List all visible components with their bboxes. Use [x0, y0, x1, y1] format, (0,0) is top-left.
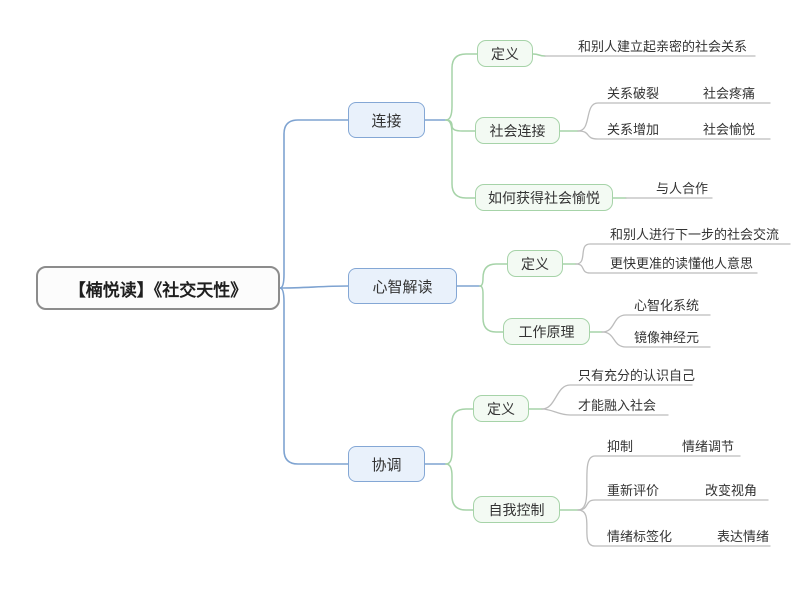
edge — [445, 119, 476, 199]
leaf-node[interactable]: 重新评价 — [607, 483, 660, 498]
edge — [532, 53, 546, 57]
leaf-node[interactable]: 表达情绪 — [717, 529, 770, 544]
edge — [541, 384, 693, 410]
edge — [577, 509, 771, 547]
leaf-node[interactable]: 抑制 — [607, 439, 634, 454]
edge — [541, 408, 669, 416]
branch-mindreading-node[interactable]: 心智解读 — [348, 268, 457, 304]
edge — [445, 119, 476, 132]
edge — [601, 331, 711, 348]
leaf-node[interactable]: 社会疼痛 — [703, 86, 756, 101]
leaf-node[interactable]: 关系破裂 — [607, 86, 660, 101]
gray-edges — [541, 55, 791, 547]
edge — [577, 455, 741, 511]
leaf-node[interactable]: 社会愉悦 — [703, 122, 756, 137]
social-connection-node[interactable]: 社会连接 — [475, 117, 560, 144]
leaf-node[interactable]: 情绪调节 — [682, 439, 735, 454]
branch-coordination-node[interactable]: 协调 — [348, 446, 425, 482]
edge — [575, 263, 758, 274]
self-control-node[interactable]: 自我控制 — [473, 496, 560, 523]
leaf-node[interactable]: 情绪标签化 — [607, 529, 673, 544]
leaf-node[interactable]: 关系增加 — [607, 122, 660, 137]
edge — [445, 53, 478, 121]
edge — [577, 102, 771, 132]
leaf-node[interactable]: 心智化系统 — [634, 298, 700, 313]
edge — [577, 499, 769, 511]
leaf-node[interactable]: 更快更准的读懂他人意思 — [610, 256, 754, 271]
edge — [279, 287, 349, 465]
leaf-node[interactable]: 与人合作 — [656, 181, 709, 196]
leaf-node[interactable]: 改变视角 — [705, 483, 758, 498]
edge — [445, 463, 474, 511]
edge — [577, 130, 771, 140]
leaf-node[interactable]: 镜像神经元 — [634, 330, 700, 345]
definition-node[interactable]: 定义 — [473, 395, 529, 422]
leaf-node[interactable]: 和别人建立起亲密的社会关系 — [578, 39, 748, 54]
branch-connection-node[interactable]: 连接 — [348, 102, 425, 138]
edge — [445, 408, 474, 465]
edge — [479, 285, 504, 333]
working-principle-node[interactable]: 工作原理 — [503, 318, 590, 345]
definition-node[interactable]: 定义 — [477, 40, 533, 67]
green-edges — [445, 53, 627, 511]
definition-node[interactable]: 定义 — [507, 250, 563, 277]
edge — [601, 314, 711, 333]
leaf-node[interactable]: 只有充分的认识自己 — [578, 368, 696, 383]
root-node[interactable]: 【楠悦读】《社交天性》 — [36, 266, 280, 310]
how-to-gain-social-pleasure-node[interactable]: 如何获得社会愉悦 — [475, 184, 613, 211]
leaf-node[interactable]: 才能融入社会 — [578, 398, 657, 413]
edge — [479, 263, 508, 287]
edge — [575, 243, 791, 265]
edge — [279, 119, 349, 289]
leaf-node[interactable]: 和别人进行下一步的社会交流 — [610, 227, 780, 242]
edge — [279, 285, 349, 289]
blue-edges — [279, 119, 481, 465]
